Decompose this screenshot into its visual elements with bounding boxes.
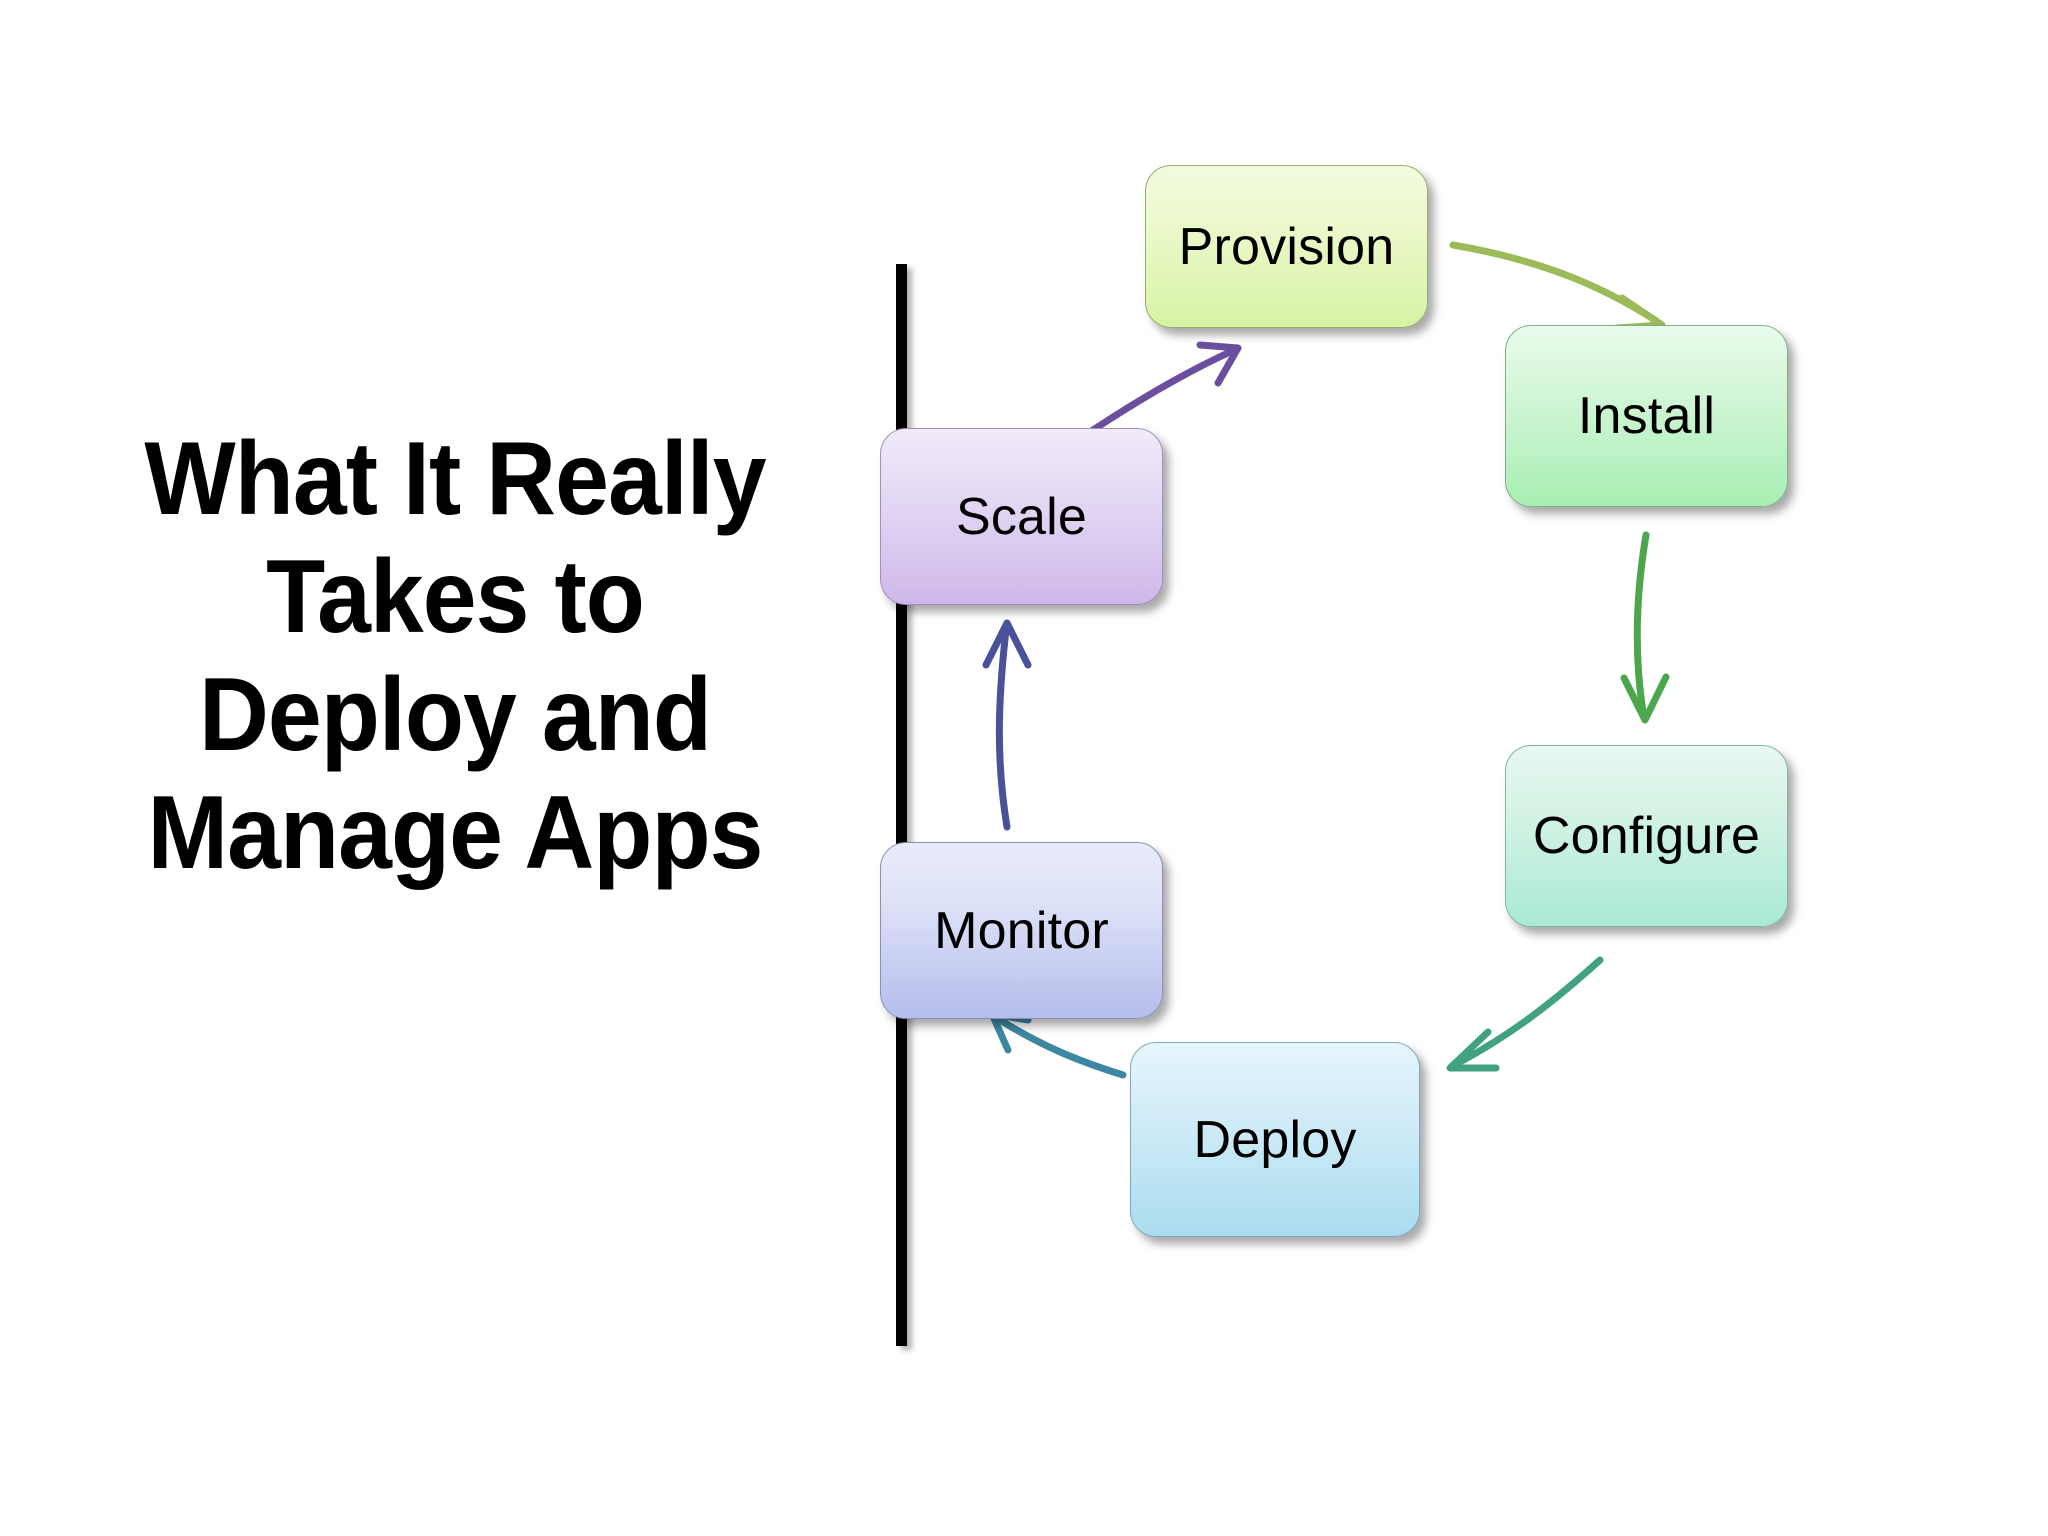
cycle-node-scale[interactable]: Scale bbox=[880, 428, 1163, 605]
title-line-1: What It Really bbox=[144, 421, 766, 537]
title-line-3: Deploy and bbox=[199, 657, 712, 773]
cycle-node-configure[interactable]: Configure bbox=[1505, 745, 1788, 927]
cycle-node-monitor-label: Monitor bbox=[934, 901, 1109, 960]
cycle-node-provision-label: Provision bbox=[1178, 217, 1395, 276]
arrow-deploy-to-monitor bbox=[988, 1010, 1127, 1079]
arrow-monitor-to-scale bbox=[982, 619, 1032, 831]
page-title: What It Really Takes to Deploy and Manag… bbox=[60, 420, 850, 892]
title-line-2: Takes to bbox=[266, 539, 645, 655]
arrow-scale-to-provision bbox=[1074, 341, 1242, 444]
cycle-node-install-label: Install bbox=[1577, 387, 1716, 445]
cycle-node-provision[interactable]: Provision bbox=[1145, 165, 1428, 328]
cycle-node-install[interactable]: Install bbox=[1505, 325, 1788, 507]
cycle-node-deploy[interactable]: Deploy bbox=[1130, 1042, 1420, 1237]
arrow-layer bbox=[982, 241, 1670, 1079]
cycle-node-monitor[interactable]: Monitor bbox=[880, 842, 1163, 1019]
lifecycle-cycle-diagram: Provision Install Configure Deploy Monit… bbox=[880, 120, 2040, 1320]
arrow-provision-to-install bbox=[1449, 241, 1666, 332]
cycle-node-configure-label: Configure bbox=[1532, 807, 1761, 865]
vertical-divider bbox=[896, 264, 907, 1346]
cycle-node-deploy-label: Deploy bbox=[1193, 1110, 1357, 1169]
cycle-node-scale-label: Scale bbox=[955, 487, 1088, 546]
arrow-install-to-configure bbox=[1620, 531, 1670, 724]
arrow-configure-to-deploy bbox=[1446, 956, 1604, 1072]
title-line-4: Manage Apps bbox=[147, 775, 764, 891]
